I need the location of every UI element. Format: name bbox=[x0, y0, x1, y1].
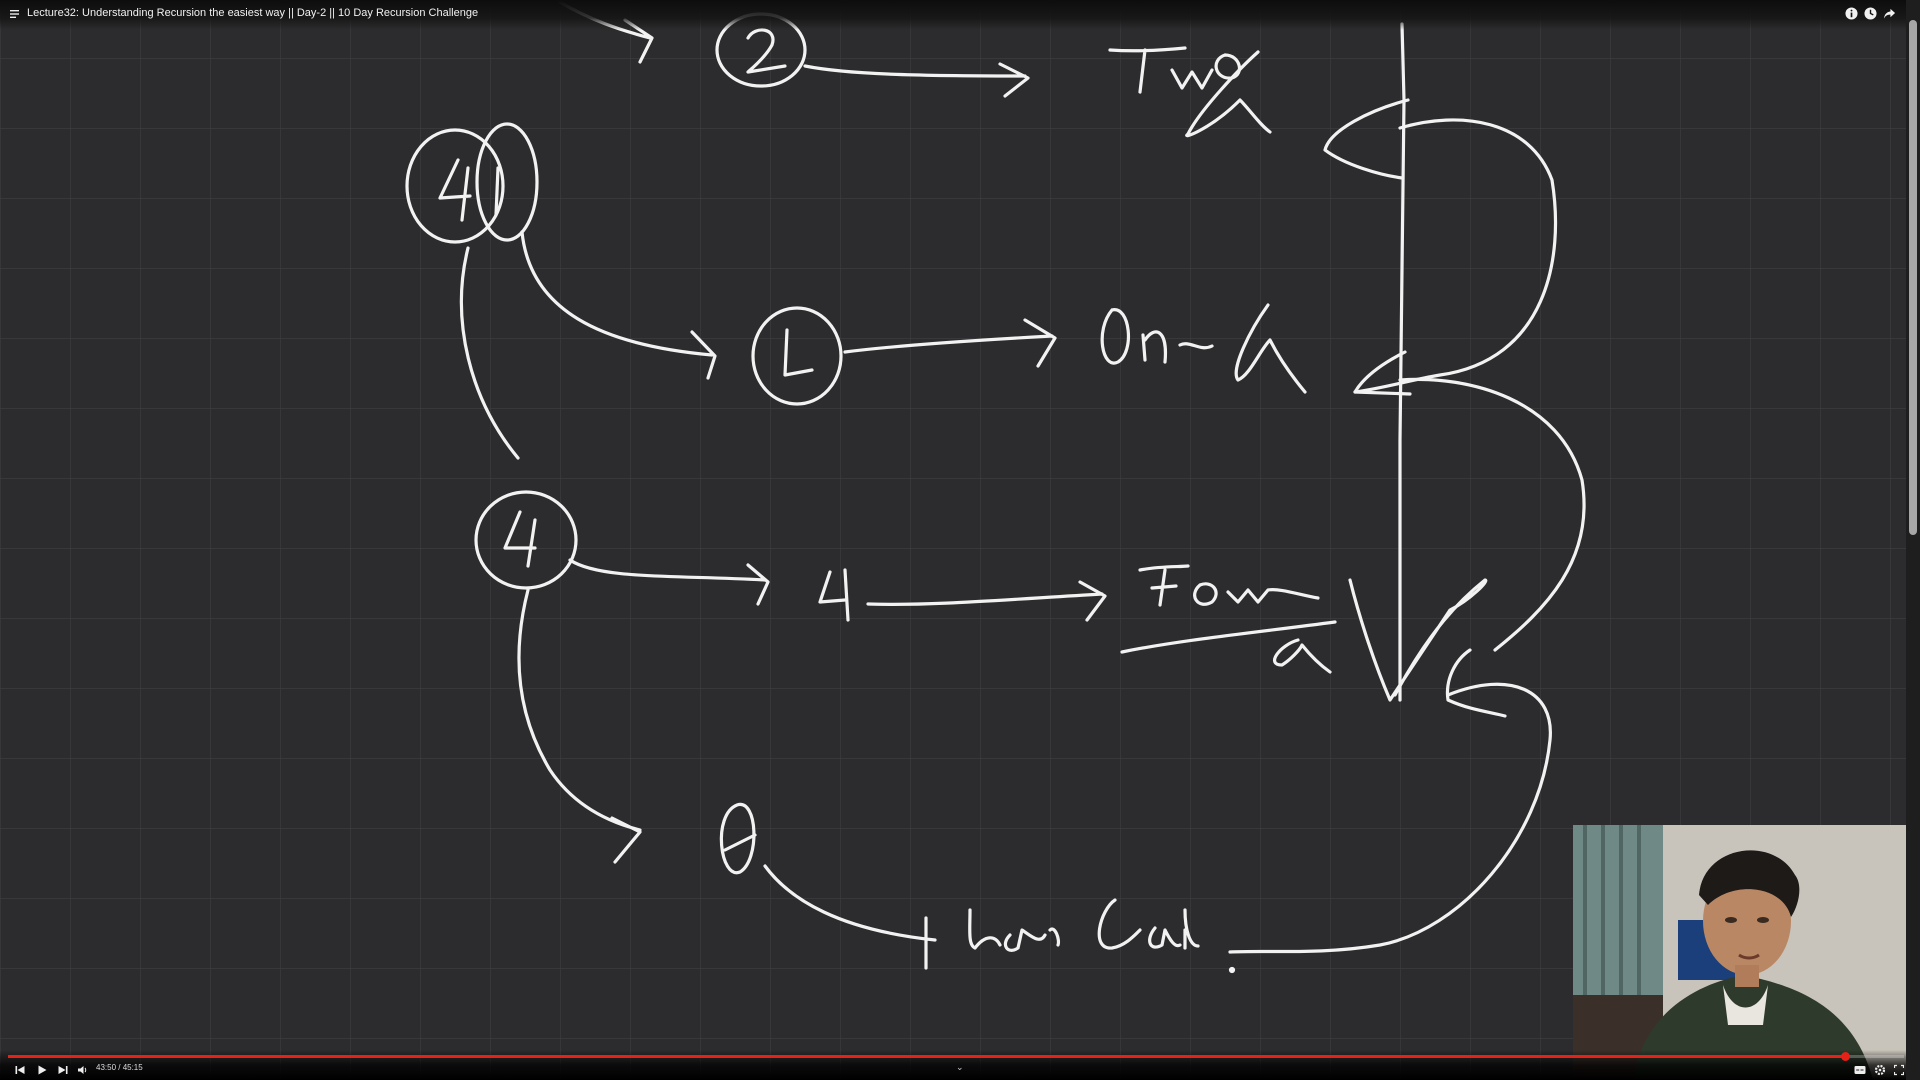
return-arrow bbox=[1445, 648, 1507, 718]
word-four bbox=[1138, 564, 1320, 607]
value-4 bbox=[818, 568, 850, 622]
underline bbox=[1120, 620, 1337, 654]
arrow-to-two bbox=[803, 62, 1030, 98]
title-bar: Lecture32: Understanding Recursion the e… bbox=[0, 0, 1920, 30]
word-two bbox=[1108, 46, 1242, 94]
digit-1 bbox=[783, 328, 814, 377]
info-icon[interactable] bbox=[1845, 7, 1858, 20]
base-case-line bbox=[763, 864, 937, 970]
progress-fill bbox=[8, 1055, 1846, 1058]
volume-icon[interactable] bbox=[77, 1064, 89, 1076]
alpha-symbol bbox=[1234, 303, 1307, 394]
stack-line bbox=[1398, 22, 1406, 702]
word-base bbox=[968, 908, 1061, 952]
skip-previous-icon[interactable] bbox=[14, 1064, 26, 1076]
play-icon[interactable] bbox=[36, 1064, 48, 1076]
clock-icon[interactable] bbox=[1864, 7, 1877, 20]
word-one bbox=[1100, 308, 1214, 365]
return-arrow bbox=[1323, 98, 1410, 180]
captions-icon[interactable] bbox=[1854, 1064, 1866, 1076]
webcam-video bbox=[1573, 825, 1906, 1080]
arrow-to-node bbox=[520, 230, 717, 380]
scrubber-handle[interactable] bbox=[1841, 1052, 1851, 1061]
node-circle bbox=[751, 306, 843, 406]
node-circle bbox=[474, 490, 578, 590]
digit-4 bbox=[438, 158, 472, 222]
menu-icon[interactable] bbox=[10, 9, 20, 19]
return-arrow bbox=[1353, 350, 1412, 396]
node-circle bbox=[475, 122, 539, 242]
word-case bbox=[1097, 898, 1200, 950]
alpha-symbol bbox=[1185, 50, 1272, 138]
digit-4 bbox=[503, 510, 537, 568]
digit-0 bbox=[719, 803, 757, 875]
fullscreen-icon[interactable] bbox=[1894, 1064, 1904, 1076]
call-line bbox=[459, 246, 520, 460]
call-line bbox=[517, 588, 642, 864]
arrow-to-one bbox=[843, 318, 1057, 368]
presenter-image bbox=[1573, 825, 1906, 1080]
share-icon[interactable] bbox=[1883, 7, 1896, 20]
arrow-to-four bbox=[866, 580, 1107, 622]
return-curve bbox=[1228, 682, 1552, 954]
arrow-to-value bbox=[568, 558, 770, 606]
alpha-symbol bbox=[1273, 638, 1332, 674]
digit-2 bbox=[746, 28, 787, 74]
time-display: 43:50 / 45:15 bbox=[96, 1063, 143, 1072]
digit-1 bbox=[494, 166, 500, 217]
video-title[interactable]: Lecture32: Understanding Recursion the e… bbox=[27, 7, 479, 19]
page-scrollbar[interactable] bbox=[1906, 0, 1920, 1080]
v-mark bbox=[1348, 578, 1488, 702]
chevron-down-icon[interactable]: ⌄ bbox=[956, 1062, 964, 1072]
progress-bar[interactable] bbox=[8, 1052, 1904, 1061]
scrollbar-thumb[interactable] bbox=[1909, 20, 1917, 535]
skip-next-icon[interactable] bbox=[57, 1064, 69, 1076]
node-circle bbox=[405, 128, 505, 244]
gear-icon[interactable] bbox=[1874, 1064, 1886, 1076]
return-curve bbox=[1398, 377, 1586, 652]
